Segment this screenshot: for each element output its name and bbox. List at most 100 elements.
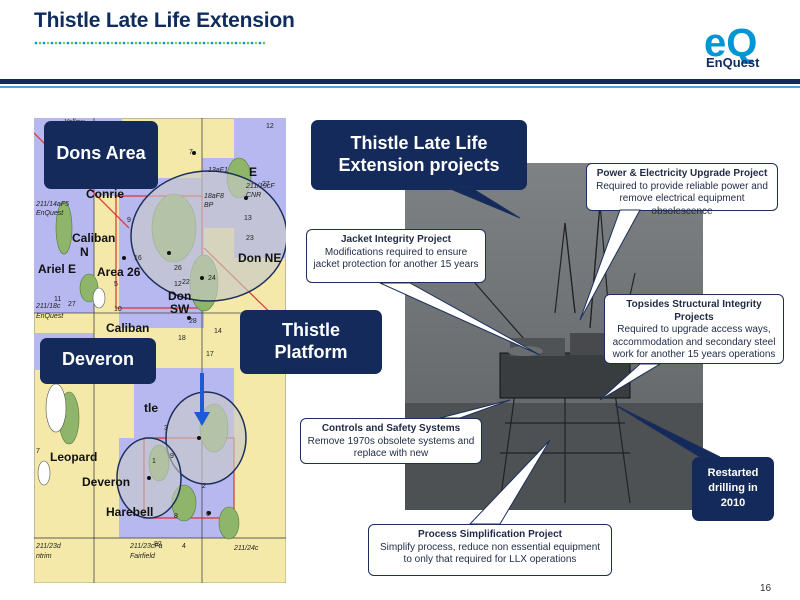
underline-dot (126, 41, 130, 45)
map-number-label: 16 (134, 255, 142, 262)
underline-dot (78, 41, 82, 45)
map-number-label: 5 (114, 281, 118, 288)
map-block-label: BP (204, 202, 214, 209)
underline-dot (106, 41, 110, 45)
thistle-circle (165, 391, 247, 485)
underline-dot (130, 41, 134, 45)
underline-dot (258, 41, 262, 45)
map-number-label: 27 (68, 301, 76, 308)
underline-dot (162, 41, 166, 45)
label-caliban-n-line1: Caliban (72, 231, 115, 245)
map-number-label: 14 (214, 328, 222, 335)
header-divider (0, 79, 800, 84)
underline-dot (206, 41, 210, 45)
map-number-label: 82 (154, 541, 162, 548)
map-block-label: Fairfield (130, 553, 156, 560)
underline-dot (214, 41, 218, 45)
callout-process-title: Process Simplification Project (418, 529, 562, 540)
underline-dot (250, 41, 254, 45)
underline-dot (194, 41, 198, 45)
underline-dot (146, 41, 150, 45)
map-block-label: 211/14aF5 (35, 201, 69, 208)
page-number: 16 (760, 583, 772, 594)
callout-jacket: Jacket Integrity Project Modifications r… (306, 229, 486, 283)
map-number-label: 10 (114, 306, 122, 313)
underline-dot (86, 41, 90, 45)
map-number-label: 12 (266, 123, 274, 130)
callout-jacket-title: Jacket Integrity Project (340, 234, 452, 245)
callout-process-body: Simplify process, reduce non essential e… (379, 541, 601, 566)
callout-power-body: Required to provide reliable power and r… (596, 180, 768, 217)
helideck (507, 346, 543, 356)
underline-dot (154, 41, 158, 45)
callout-power: Power & Electricity Upgrade Project Requ… (586, 163, 778, 217)
map-number-label: 22 (182, 279, 190, 286)
underline-dot (54, 41, 58, 45)
callout-jacket-body: Modifications required to ensure jacket … (313, 246, 479, 271)
underline-dot (178, 41, 182, 45)
underline-dot (158, 41, 162, 45)
drilling-label: Restarted drilling in 2010 (692, 457, 774, 521)
map-number-label: 6 (206, 511, 210, 518)
deveron-label: Deveron (40, 338, 156, 384)
underline-dot (166, 41, 170, 45)
map-number-label: 3 (164, 425, 168, 432)
map-number-label: 7 (189, 149, 193, 156)
thistle-platform-label: Thistle Platform (240, 310, 382, 374)
underline-dot (142, 41, 146, 45)
map-number-label: 9 (170, 453, 174, 460)
map-number-label: 9 (127, 217, 131, 224)
map-block-label: 211/19cF (245, 183, 275, 190)
dons-area-circle (130, 170, 286, 302)
label-area26: Area 26 (97, 265, 141, 279)
enquest-logo: eQ (704, 21, 757, 65)
map-block-label: 211/24c (233, 545, 259, 552)
map-block-label: EnQuest (36, 210, 64, 217)
label-don-ne: Don NE (238, 251, 281, 265)
underline-dot (202, 41, 206, 45)
underline-dot (238, 41, 242, 45)
underline-dot (42, 41, 46, 45)
title-underline-dots (34, 41, 266, 45)
label-conrie: Conrie (86, 187, 124, 201)
callout-controls-body: Remove 1970s obsolete systems and replac… (307, 435, 475, 460)
underline-dot (186, 41, 190, 45)
underline-dot (218, 41, 222, 45)
llx-projects-label: Thistle Late Life Extension projects (311, 120, 527, 190)
map-block-label: 18aF8 (204, 193, 224, 200)
underline-dot (230, 41, 234, 45)
underline-dot (46, 41, 50, 45)
underline-dot (222, 41, 226, 45)
map-number-label: 26 (174, 265, 182, 272)
map-number-label: 18 (178, 335, 186, 342)
callout-controls: Controls and Safety Systems Remove 1970s… (300, 418, 482, 464)
map-number-label: 13 (244, 215, 252, 222)
underline-dot (234, 41, 238, 45)
map-number-label: 27 (262, 181, 270, 188)
logo-text: EnQuest (706, 55, 760, 70)
underline-dot (210, 41, 214, 45)
map-number-label: 1 (152, 458, 156, 465)
label-caliban-n-line2: N (80, 245, 89, 259)
underline-dot (50, 41, 54, 45)
callout-controls-title: Controls and Safety Systems (321, 423, 461, 434)
map-number-label: 7 (36, 448, 40, 455)
underline-dot (94, 41, 98, 45)
underline-dot (66, 41, 70, 45)
map-number-label: 24 (208, 275, 216, 282)
label-thistle-field: tle (144, 401, 158, 415)
underline-dot (134, 41, 138, 45)
underline-dot (62, 41, 66, 45)
callout-topsides-title: Topsides Structural Integrity Projects (626, 299, 762, 323)
map-number-label: 2 (202, 483, 206, 490)
callout-process: Process Simplification Project Simplify … (368, 524, 612, 576)
underline-dot (102, 41, 106, 45)
map-block-label: CNR (246, 192, 261, 199)
underline-dot (98, 41, 102, 45)
underline-dot (122, 41, 126, 45)
underline-dot (138, 41, 142, 45)
map-number-label: 23 (246, 235, 254, 242)
logo-mark: eQ (704, 21, 757, 65)
map-number-label: 8 (174, 513, 178, 520)
